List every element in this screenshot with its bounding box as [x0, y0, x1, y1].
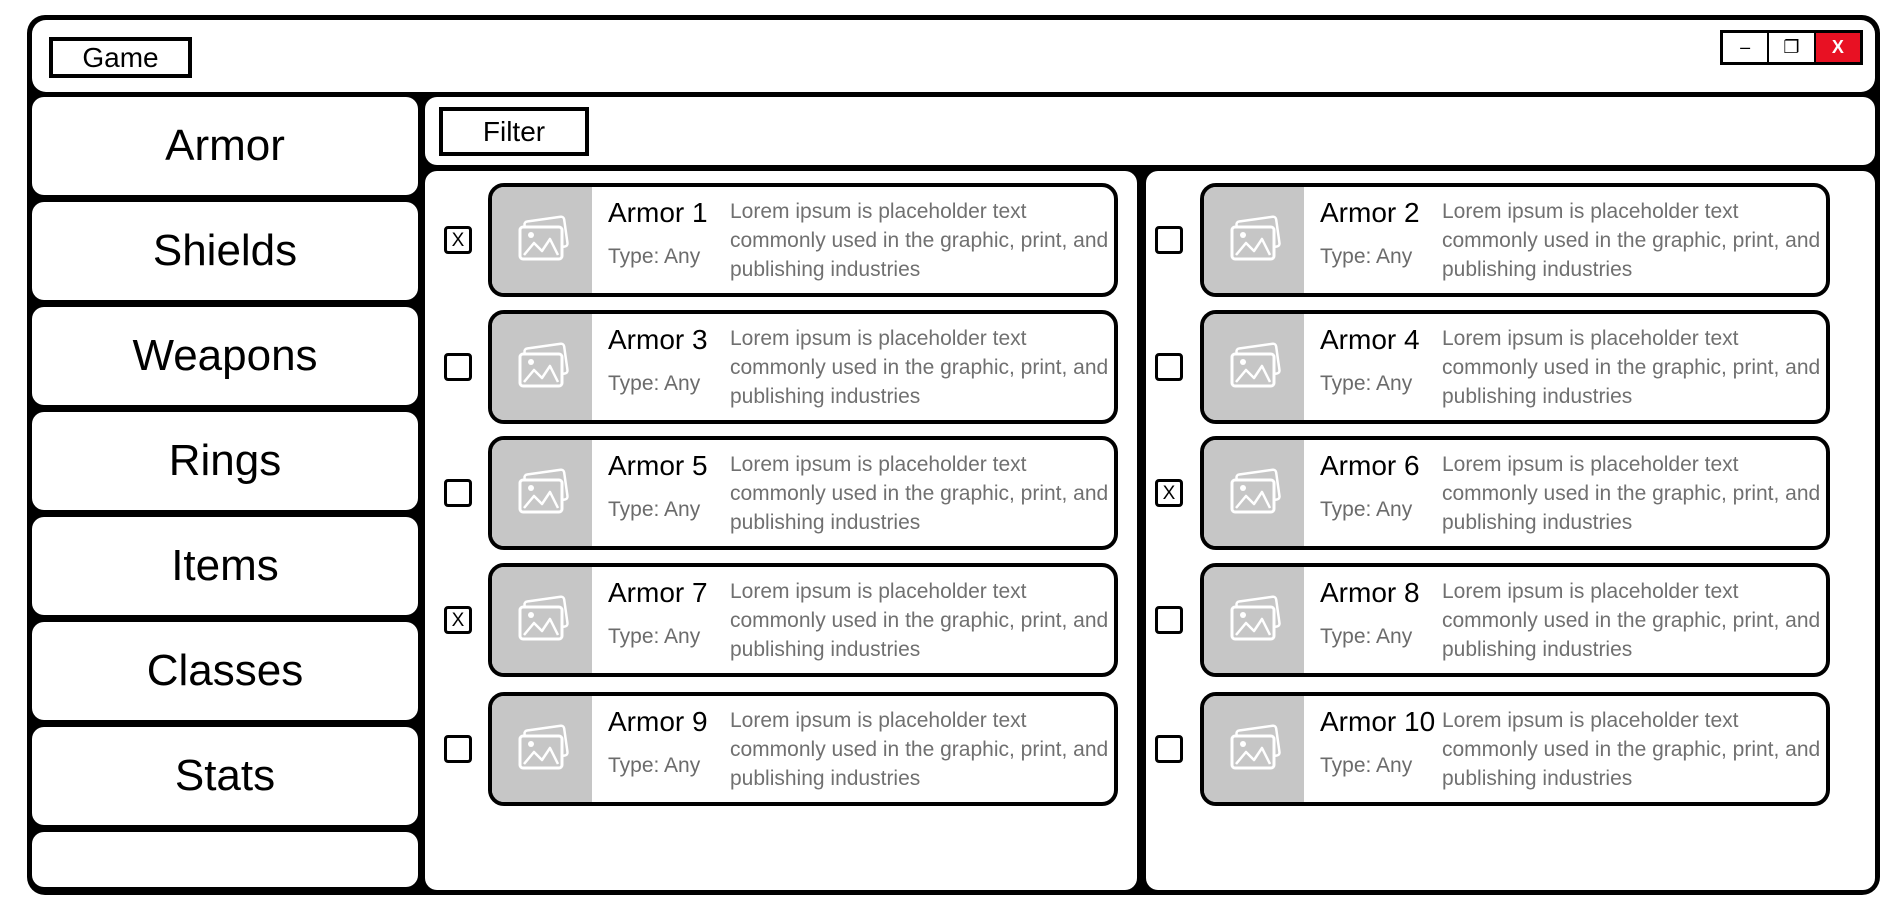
- item-name: Armor 10: [1320, 706, 1436, 737]
- item-checkbox[interactable]: [444, 353, 472, 381]
- close-button[interactable]: X: [1815, 33, 1860, 62]
- item-description: Lorem ipsum is placeholder text commonly…: [730, 453, 1109, 534]
- image-placeholder-icon: [1204, 696, 1304, 802]
- item-checkbox[interactable]: X: [444, 226, 472, 254]
- item-card[interactable]: Armor 10 Type: Any Lorem ipsum is placehol…: [1200, 692, 1830, 806]
- item-type: Type: Any: [608, 754, 701, 777]
- item-type: Type: Any: [608, 625, 701, 648]
- item-description: Lorem ipsum is placeholder text commonly…: [730, 200, 1109, 281]
- sidebar-item-armor[interactable]: Armor: [32, 97, 418, 195]
- sidebar-item-shields[interactable]: Shields: [32, 202, 418, 300]
- image-placeholder-icon: [1204, 567, 1304, 673]
- item-description: Lorem ipsum is placeholder text commonly…: [1442, 453, 1821, 534]
- item-checkbox[interactable]: [1155, 353, 1183, 381]
- category-sidebar: Armor Shields Weapons Rings Items Classe…: [32, 97, 418, 890]
- sidebar-item-weapons[interactable]: Weapons: [32, 307, 418, 405]
- item-name: Armor 1: [608, 197, 708, 228]
- minimize-button[interactable]: –: [1723, 33, 1770, 62]
- window-controls: – ❐ X: [1720, 30, 1863, 65]
- item-checkbox[interactable]: [1155, 226, 1183, 254]
- image-placeholder-icon: [1204, 187, 1304, 293]
- item-type: Type: Any: [1320, 498, 1413, 521]
- item-card[interactable]: Armor 4 Type: Any Lorem ipsum is placehold…: [1200, 310, 1830, 424]
- image-placeholder-icon: [492, 440, 592, 546]
- image-placeholder-icon: [492, 696, 592, 802]
- item-card[interactable]: Armor 6 Type: Any Lorem ipsum is placehold…: [1200, 436, 1830, 550]
- filter-bar: Filter: [425, 97, 1875, 165]
- item-name: Armor 7: [608, 577, 708, 608]
- item-type: Type: Any: [608, 498, 701, 521]
- item-type: Type: Any: [608, 372, 701, 395]
- item-description: Lorem ipsum is placeholder text commonly…: [730, 709, 1109, 790]
- item-checkbox[interactable]: X: [1155, 479, 1183, 507]
- sidebar-item-rings[interactable]: Rings: [32, 412, 418, 510]
- item-type: Type: Any: [1320, 754, 1413, 777]
- restore-button[interactable]: ❐: [1769, 33, 1816, 62]
- item-type: Type: Any: [1320, 372, 1413, 395]
- sidebar-empty-slot: [32, 832, 418, 887]
- item-type: Type: Any: [608, 245, 701, 268]
- item-type: Type: Any: [1320, 245, 1413, 268]
- item-checkbox[interactable]: [1155, 606, 1183, 634]
- sidebar-item-items[interactable]: Items: [32, 517, 418, 615]
- item-description: Lorem ipsum is placeholder text commonly…: [1442, 327, 1821, 408]
- item-name: Armor 2: [1320, 197, 1420, 228]
- item-checkbox[interactable]: [444, 479, 472, 507]
- title-bar: Game – ❐ X: [32, 20, 1875, 92]
- image-placeholder-icon: [492, 187, 592, 293]
- image-placeholder-icon: [1204, 440, 1304, 546]
- item-description: Lorem ipsum is placeholder text commonly…: [1442, 200, 1821, 281]
- item-type: Type: Any: [1320, 625, 1413, 648]
- item-card[interactable]: Armor 1 Type: Any Lorem ipsum is placehold…: [488, 183, 1118, 297]
- app-title: Game: [49, 37, 192, 78]
- item-description: Lorem ipsum is placeholder text commonly…: [730, 327, 1109, 408]
- image-placeholder-icon: [492, 314, 592, 420]
- item-name: Armor 9: [608, 706, 708, 737]
- item-card[interactable]: Armor 7 Type: Any Lorem ipsum is placehold…: [488, 563, 1118, 677]
- item-checkbox[interactable]: X: [444, 606, 472, 634]
- item-card[interactable]: Armor 9 Type: Any Lorem ipsum is placehold…: [488, 692, 1118, 806]
- filter-button[interactable]: Filter: [439, 107, 589, 156]
- item-description: Lorem ipsum is placeholder text commonly…: [1442, 709, 1821, 790]
- image-placeholder-icon: [492, 567, 592, 673]
- item-checkbox[interactable]: [444, 735, 472, 763]
- item-card[interactable]: Armor 8 Type: Any Lorem ipsum is placehold…: [1200, 563, 1830, 677]
- item-name: Armor 5: [608, 450, 708, 481]
- sidebar-item-classes[interactable]: Classes: [32, 622, 418, 720]
- item-card[interactable]: Armor 3 Type: Any Lorem ipsum is placehold…: [488, 310, 1118, 424]
- item-description: Lorem ipsum is placeholder text commonly…: [730, 580, 1109, 661]
- item-checkbox[interactable]: [1155, 735, 1183, 763]
- item-name: Armor 6: [1320, 450, 1420, 481]
- image-placeholder-icon: [1204, 314, 1304, 420]
- sidebar-item-stats[interactable]: Stats: [32, 727, 418, 825]
- item-description: Lorem ipsum is placeholder text commonly…: [1442, 580, 1821, 661]
- item-card[interactable]: Armor 5 Type: Any Lorem ipsum is placehold…: [488, 436, 1118, 550]
- item-name: Armor 4: [1320, 324, 1420, 355]
- item-name: Armor 3: [608, 324, 708, 355]
- item-name: Armor 8: [1320, 577, 1420, 608]
- item-card[interactable]: Armor 2 Type: Any Lorem ipsum is placehold…: [1200, 183, 1830, 297]
